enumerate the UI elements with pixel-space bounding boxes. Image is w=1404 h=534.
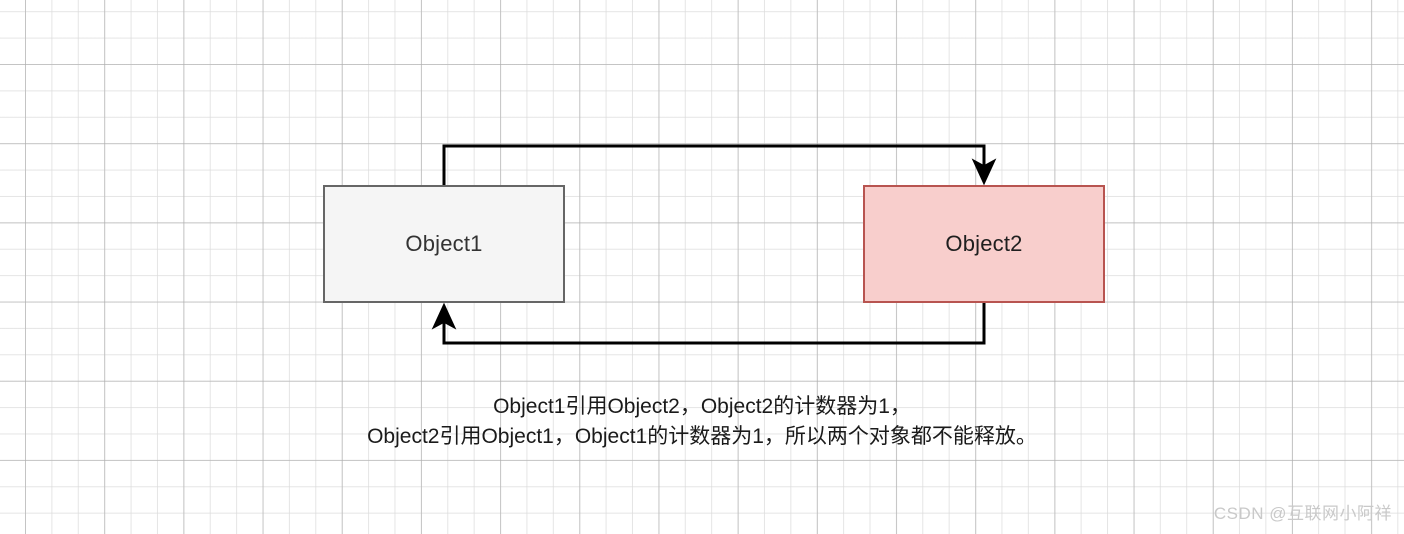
diagram-caption: Object1引用Object2，Object2的计数器为1， Object2引… xyxy=(0,392,1404,452)
node-object1-label: Object1 xyxy=(405,231,483,256)
edge-object2-to-object1 xyxy=(431,302,986,345)
node-object2-label: Object2 xyxy=(945,231,1023,256)
caption-line-2: Object2引用Object1，Object1的计数器为1，所以两个对象都不能… xyxy=(367,425,1037,448)
node-object1[interactable]: Object1 xyxy=(323,185,565,303)
node-object2[interactable]: Object2 xyxy=(863,185,1105,303)
edge-object1-to-object2 xyxy=(442,144,997,186)
watermark: CSDN @互联网小阿祥 xyxy=(1213,504,1392,523)
caption-line-1: Object1引用Object2，Object2的计数器为1， xyxy=(493,395,911,418)
